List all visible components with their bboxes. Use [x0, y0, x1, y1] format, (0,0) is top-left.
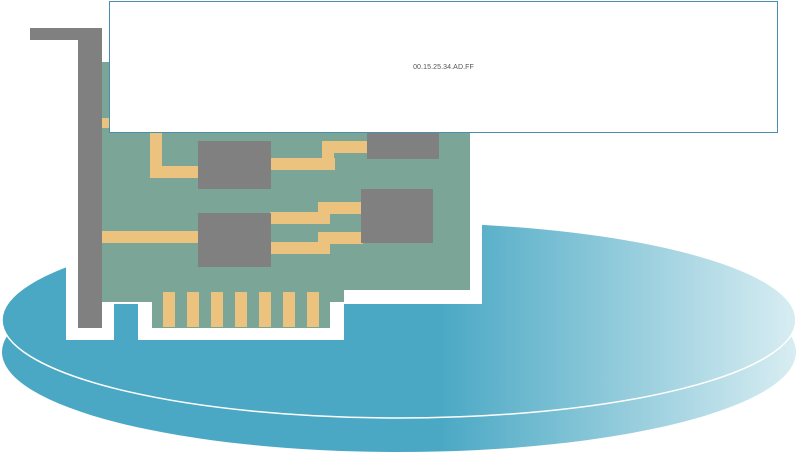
chips: [198, 128, 439, 267]
circuit-traces: [102, 118, 370, 254]
chip-4: [361, 189, 433, 243]
mounting-bracket: [30, 28, 102, 328]
chip-2: [367, 128, 439, 159]
edge-connector: [163, 292, 319, 327]
mac-address-label: 00.15.25.34.AD.FF: [413, 63, 474, 71]
mac-address-box: 00.15.25.34.AD.FF: [109, 1, 778, 133]
chip-3: [198, 213, 271, 267]
chip-1: [198, 141, 271, 189]
